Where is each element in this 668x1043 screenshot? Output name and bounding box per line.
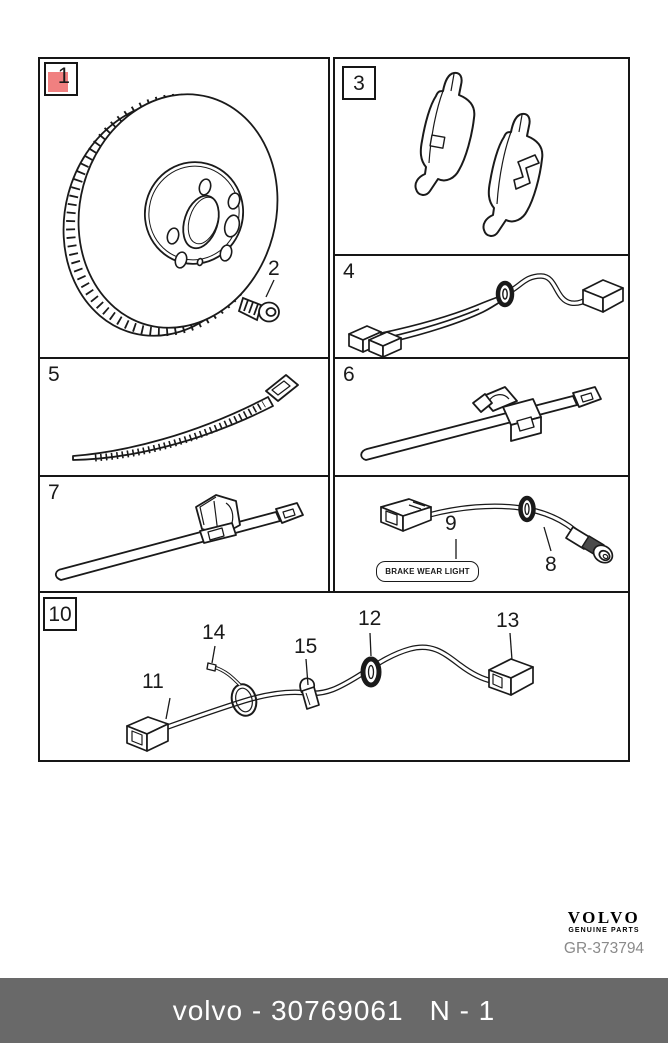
panel-sensor-harness: 4 bbox=[333, 254, 630, 359]
mounting-bolt-illustration bbox=[237, 296, 280, 323]
wear-sensor-illustration bbox=[380, 495, 614, 564]
footer-page-indicator: N - 1 bbox=[429, 994, 496, 1026]
footer-part-number: volvo - 30769061 bbox=[172, 994, 404, 1026]
cable-tie-illustration bbox=[72, 374, 299, 462]
item-number-7: 7 bbox=[48, 481, 60, 504]
panel-cable-tie: 5 bbox=[38, 357, 330, 477]
wiring-harness-illustration bbox=[126, 632, 534, 752]
tie-with-clip-illustration bbox=[360, 386, 602, 461]
item-number-8: 8 bbox=[545, 553, 557, 576]
footer-bar: volvo - 30769061 N - 1 bbox=[0, 978, 668, 1043]
harness-illustration bbox=[348, 273, 624, 357]
item-number-11: 11 bbox=[142, 670, 164, 693]
panel-wear-sensor: 9 8 BRAKE WEAR LIGHT bbox=[333, 475, 630, 593]
item-number-9: 9 bbox=[445, 512, 457, 535]
tie-with-bracket-illustration bbox=[54, 494, 304, 581]
item-number-10-box[interactable]: 10 bbox=[43, 597, 77, 631]
item-number-15: 15 bbox=[294, 635, 318, 658]
item-number-4: 4 bbox=[343, 260, 355, 283]
item-number-1-box[interactable]: 1 bbox=[44, 62, 78, 96]
item-number-1: 1 bbox=[57, 63, 70, 88]
panel-tie-with-bracket: 7 bbox=[38, 475, 330, 593]
panel-wiring-harness: 10 11 14 15 12 13 bbox=[38, 591, 630, 762]
brake-disc-illustration bbox=[62, 93, 280, 337]
volvo-logo: VOLVO bbox=[567, 908, 641, 927]
panel-tie-with-clip: 6 bbox=[333, 357, 630, 477]
item-number-2: 2 bbox=[268, 257, 280, 280]
brand-block: VOLVO GENUINE PARTS GR-373794 bbox=[548, 908, 660, 958]
item-number-14: 14 bbox=[202, 621, 226, 644]
grommet-icon bbox=[518, 495, 536, 523]
item-number-12: 12 bbox=[358, 607, 382, 630]
item-number-10: 10 bbox=[48, 602, 72, 626]
grommet-icon bbox=[360, 656, 382, 688]
item-number-3: 3 bbox=[353, 71, 365, 95]
brake-wear-light-callout: BRAKE WEAR LIGHT bbox=[376, 561, 479, 582]
item-number-3-box[interactable]: 3 bbox=[342, 66, 376, 100]
item-number-5: 5 bbox=[48, 363, 60, 386]
item-number-13: 13 bbox=[496, 609, 520, 632]
panel-brake-pads: 3 bbox=[333, 57, 630, 256]
panel-brake-disc: 1 2 bbox=[38, 57, 330, 359]
genuine-parts-tagline: GENUINE PARTS bbox=[568, 927, 640, 934]
selection-highlight bbox=[48, 72, 68, 92]
brake-pads-illustration bbox=[414, 71, 544, 237]
grommet-icon bbox=[495, 280, 515, 308]
item-number-6: 6 bbox=[343, 363, 355, 386]
drawing-reference: GR-373794 bbox=[563, 940, 645, 957]
